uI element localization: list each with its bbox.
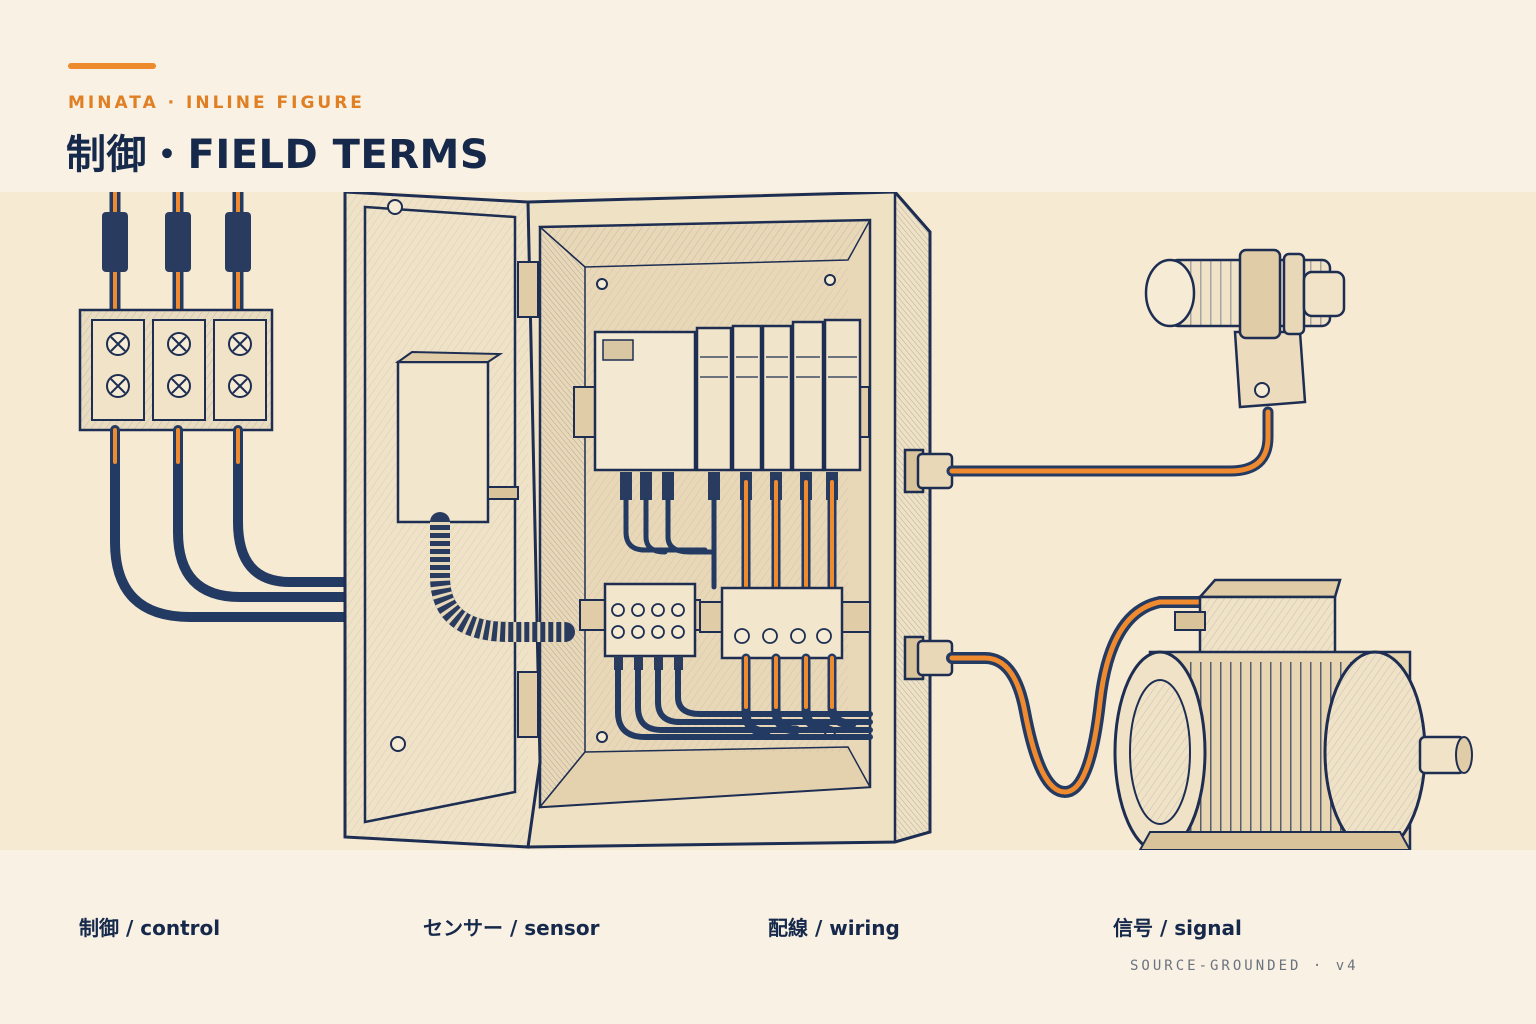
proximity-sensor <box>1144 248 1346 409</box>
cabinet-door <box>343 192 575 849</box>
sensor-cable <box>946 406 1274 477</box>
legend-wiring: 配線 / wiring <box>768 916 900 940</box>
cable-gland-bottom <box>903 635 954 681</box>
electric-motor <box>1113 578 1473 850</box>
cable-gland-top <box>903 448 954 494</box>
breaker-block <box>78 192 350 622</box>
legend-signal: 信号 / signal <box>1113 916 1242 940</box>
motor-cable <box>946 596 1206 799</box>
wiring-illustration <box>0 192 1536 850</box>
page-title: 制御・FIELD TERMS <box>66 132 490 178</box>
terminal-block <box>579 582 871 670</box>
legend-control: 制御 / control <box>79 916 221 940</box>
accent-bar <box>68 63 156 69</box>
control-cabinet <box>526 192 954 849</box>
eyebrow-label: MINATA · INLINE FIGURE <box>68 93 365 113</box>
footer-tag: SOURCE-GROUNDED · v4 <box>1130 958 1359 974</box>
legend-sensor: センサー / sensor <box>423 916 600 940</box>
